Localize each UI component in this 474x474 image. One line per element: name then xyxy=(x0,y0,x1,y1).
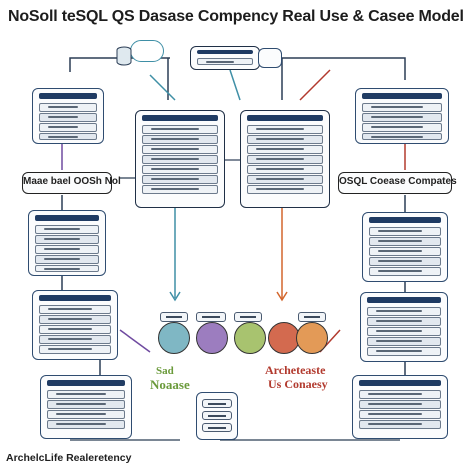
top-left-bubble xyxy=(130,40,164,62)
circle-orange xyxy=(296,322,328,354)
center-left-panel xyxy=(135,110,225,208)
right-panel-middle xyxy=(362,212,448,282)
left-panel-lower xyxy=(32,290,118,360)
left-node-box: Maae bael OOSh Nol xyxy=(22,172,121,194)
right-node-box: OSQL Coease Compates xyxy=(338,172,457,194)
circle-purple xyxy=(196,322,228,354)
center-right-panel xyxy=(240,110,330,208)
top-center-box xyxy=(190,46,260,70)
center-right-caption-line2: Us Conaesy xyxy=(268,377,328,391)
top-right-box xyxy=(258,48,282,68)
right-panel-top xyxy=(355,88,449,144)
chip-d xyxy=(298,312,326,322)
chip-a xyxy=(160,312,188,322)
circle-red xyxy=(268,322,300,354)
chip-b xyxy=(196,312,226,322)
center-right-caption-line1: Archeteaste xyxy=(265,363,326,377)
footer-text: ArchelcLife Realeretency xyxy=(6,452,132,464)
chip-c xyxy=(234,312,262,322)
left-panel-middle xyxy=(28,210,106,276)
bottom-center-box xyxy=(196,392,238,440)
center-left-caption: Noaase xyxy=(150,377,190,392)
circle-green xyxy=(234,322,266,354)
left-panel-top xyxy=(32,88,104,144)
circle-teal xyxy=(158,322,190,354)
right-node-label: OSQL Coease Compates xyxy=(339,176,457,187)
diagram-title: NoSoll teSQL QS Dasase Compency Real Use… xyxy=(8,8,464,25)
center-left-caption-prefix: Sad xyxy=(156,365,174,377)
right-panel-lower xyxy=(360,292,448,362)
left-panel-bottom xyxy=(40,375,132,439)
database-cylinder-icon xyxy=(116,46,132,66)
left-node-label: Maae bael OOSh Nol xyxy=(23,176,121,187)
right-panel-bottom xyxy=(352,375,448,439)
